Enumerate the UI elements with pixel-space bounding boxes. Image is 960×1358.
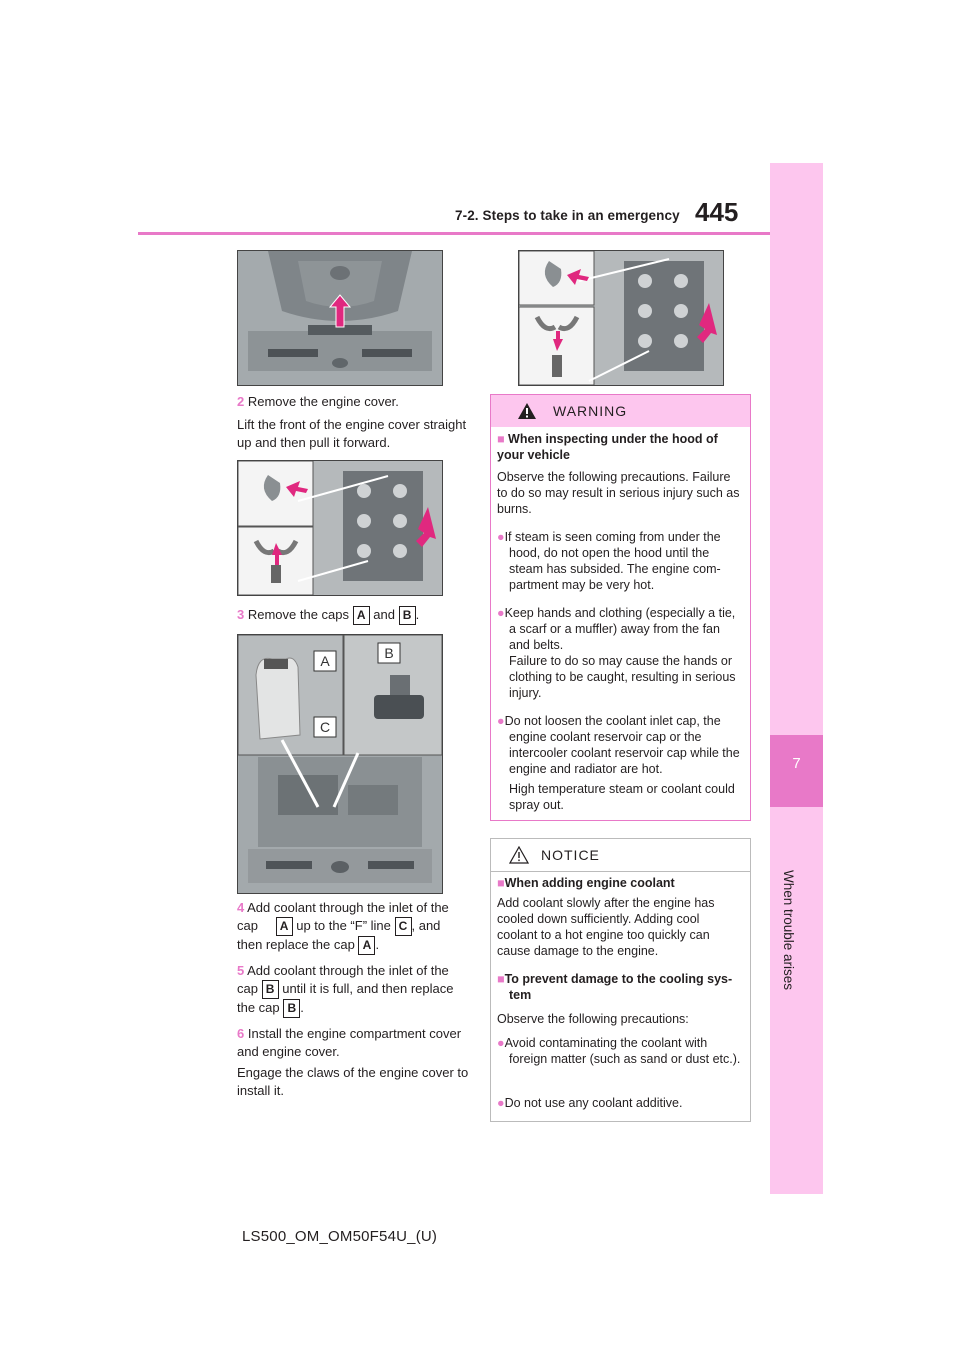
step-5-end: . <box>300 999 304 1015</box>
step-6-title: Install the engine compartment cover and… <box>237 1026 462 1059</box>
warning-title: WARNING <box>553 403 628 419</box>
notice-header: NOTICE <box>491 839 750 872</box>
caution-triangle-icon <box>509 846 529 864</box>
page-number: 445 <box>695 197 739 227</box>
step-6-body: Engage the claws of the engine cover to … <box>237 1065 469 1098</box>
warning-bullet-1: ●If steam is seen coming from under the … <box>497 530 721 592</box>
chapter-tab-box <box>770 735 823 807</box>
step-6-number: 6 <box>237 1026 245 1041</box>
warning-heading: ■ When inspecting under the hood of your… <box>497 432 718 462</box>
step-2-body: Lift the front of the engine cover strai… <box>237 417 467 450</box>
step-5-text-a: Add coolant through the inlet of the cap <box>237 963 449 996</box>
chapter-label: When trouble arises <box>781 870 796 991</box>
chapter-tab-strip <box>770 163 823 1194</box>
step-4-text-c: , and then replace the cap <box>237 917 441 952</box>
warning-bullet-2: ●Keep hands and clothing (especially a t… <box>497 606 736 652</box>
step-3-end: . <box>415 607 420 622</box>
key-a-box: A <box>352 606 370 626</box>
svg-text:C: C <box>320 719 330 735</box>
notice-bullet-1: ●Avoid contaminating the coolant with fo… <box>497 1036 741 1066</box>
step-4-text-a: Add coolant through the inlet of the cap <box>237 900 449 933</box>
section-title: 7-2. Steps to take in an emergency <box>455 208 680 223</box>
document-code-footer: LS500_OM_OM50F54U_(U) <box>242 1228 438 1245</box>
key-b-box: B <box>261 979 279 999</box>
engine-cover-lift-figure <box>237 250 443 386</box>
key-a-box: A <box>275 916 293 936</box>
coolant-reservoir-figure: A B C <box>237 634 443 894</box>
compartment-cover-figure-1 <box>237 460 443 596</box>
step-3-number: 3 <box>237 607 245 622</box>
notice-heading-1: ■When adding engine coolant <box>497 876 675 890</box>
step-4-text-b: up to the “F” line <box>296 917 391 933</box>
step-4-number: 4 <box>237 900 245 915</box>
header-rule <box>138 232 770 235</box>
step-2-title: Remove the engine cover. <box>247 394 399 409</box>
key-b-box: B <box>398 606 416 626</box>
notice-para-1: Add coolant slowly after the engine has … <box>497 896 715 958</box>
notice-bullet-2: ●Do not use any coolant additive. <box>497 1096 683 1110</box>
warning-header: WARNING <box>491 395 750 427</box>
warning-bullet-3-cont: High temperature steam or coolant could … <box>509 782 735 812</box>
compartment-cover-figure-2 <box>518 250 724 386</box>
warning-bullet-3: ●Do not loosen the coolant inlet cap, th… <box>497 714 740 776</box>
step-4-end: . <box>375 936 380 952</box>
step-2: 2 Remove the engine cover. <box>237 393 467 411</box>
warning-box: WARNING ■ When inspecting under the hood… <box>490 394 751 821</box>
step-3: 3 Remove the caps A and B. <box>237 606 469 626</box>
warning-bullet-2-cont: Failure to do so may cause the hands or … <box>509 654 736 700</box>
step-5: 5 Add coolant through the inlet of the c… <box>237 962 469 1018</box>
warning-intro: Observe the following precautions. Failu… <box>497 470 740 516</box>
key-b-box: B <box>283 998 301 1018</box>
key-c-box: C <box>394 916 412 936</box>
notice-para-2: Observe the following precautions: <box>497 1012 689 1026</box>
step-4: 4 Add coolant through the inlet of the c… <box>237 899 469 955</box>
step-3-text: Remove the caps <box>247 607 350 622</box>
step-3-and: and <box>373 607 395 622</box>
step-5-number: 5 <box>237 963 245 978</box>
warning-triangle-icon <box>518 403 536 419</box>
notice-title: NOTICE <box>541 847 600 863</box>
step-2-number: 2 <box>237 394 245 409</box>
step-5-text-b: until it is full, and then replace the c… <box>237 980 454 1015</box>
notice-box: NOTICE ■When adding engine coolant Add c… <box>490 838 751 1122</box>
svg-text:A: A <box>320 653 330 669</box>
svg-text:B: B <box>384 645 393 661</box>
notice-heading-2: ■To prevent damage to the cooling sys-te… <box>497 972 733 1002</box>
step-6: 6 Install the engine compartment cover a… <box>237 1025 467 1060</box>
key-a-box: A <box>358 935 376 955</box>
chapter-number: 7 <box>792 755 801 772</box>
